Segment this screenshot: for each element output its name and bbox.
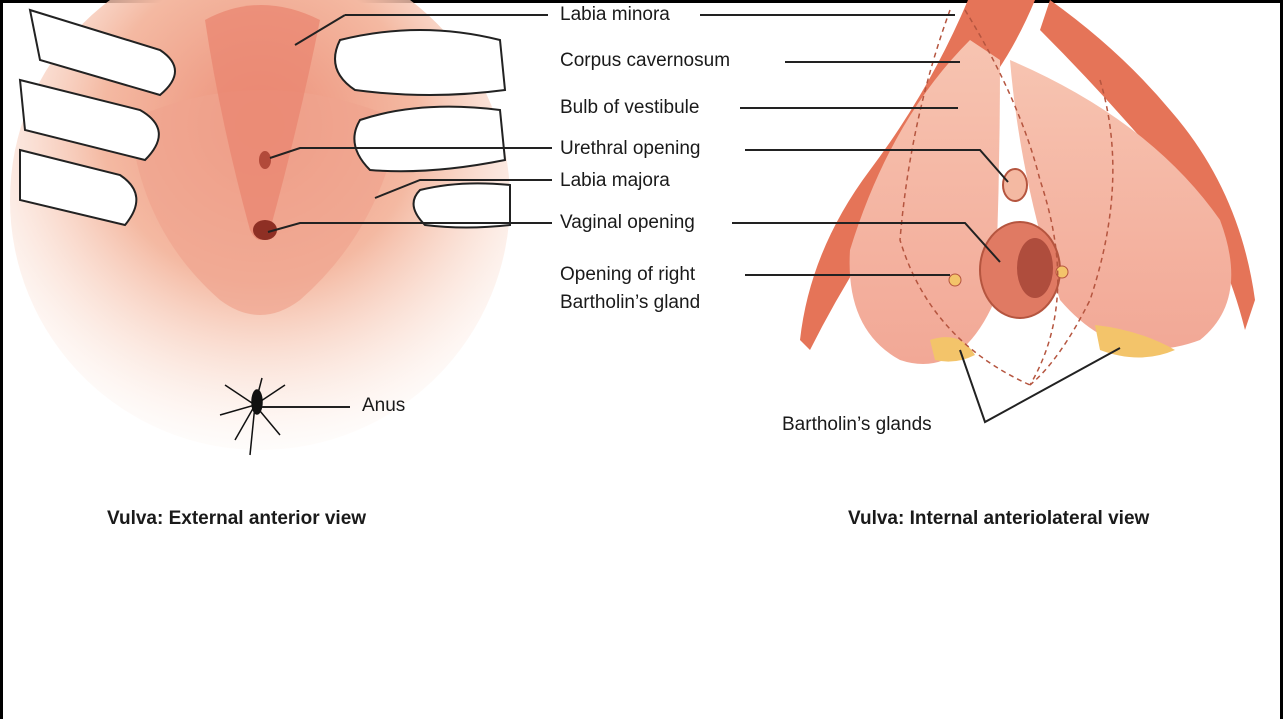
label-urethral-opening: Urethral opening [560, 138, 700, 160]
label-vaginal-opening: Vaginal opening [560, 212, 695, 234]
label-opening-right-bartholin-line1: Opening of right [560, 264, 695, 286]
caption-internal-view: Vulva: Internal anteriolateral view [848, 508, 1149, 530]
label-bartholins-glands: Bartholin’s glands [782, 414, 932, 436]
label-opening-right-bartholin-line2: Bartholin’s gland [560, 292, 700, 314]
label-labia-minora: Labia minora [560, 4, 670, 26]
caption-external-view: Vulva: External anterior view [107, 508, 366, 530]
internal-view-illustration [700, 0, 1255, 422]
label-anus: Anus [362, 395, 405, 417]
external-view-illustration [10, 0, 552, 455]
label-corpus-cavernosum: Corpus cavernosum [560, 50, 730, 72]
urethral-opening-internal [1003, 169, 1027, 201]
label-bulb-of-vestibule: Bulb of vestibule [560, 97, 699, 119]
label-labia-majora: Labia majora [560, 170, 670, 192]
right-bartholin-opening [949, 274, 961, 286]
urethral-opening-shape [259, 151, 271, 169]
